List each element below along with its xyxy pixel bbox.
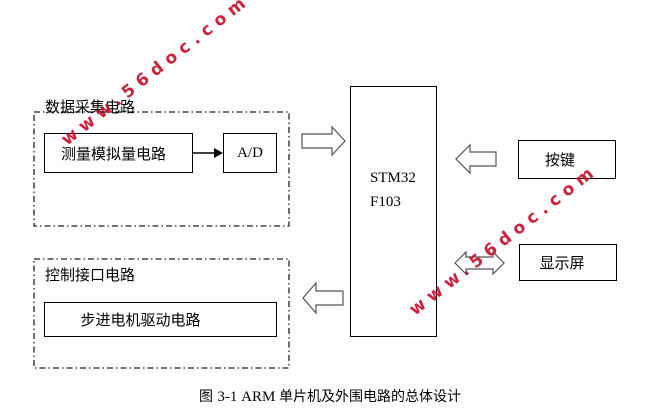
keys-block: 按键 (518, 140, 616, 179)
acquisition-to-mcu-arrow (301, 125, 346, 157)
data-acquisition-group-title: 数据采集电路 (45, 98, 136, 116)
adc-label: A/D (237, 144, 263, 161)
keys-label: 按键 (544, 151, 575, 169)
caption-text: 单片机及外围电路的总体设计 (279, 389, 462, 405)
mcu-label-line2: F103 (370, 194, 401, 210)
analog-measure-label: 测量模拟量电路 (60, 144, 166, 163)
stepper-driver-label: 步进电机驱动电路 (80, 311, 201, 329)
stepper-driver-block: 步进电机驱动电路 (44, 302, 277, 337)
control-interface-group-border (33, 258, 290, 369)
caption-prefix: 图 (198, 389, 218, 405)
display-block: 显示屏 (519, 244, 617, 281)
analog-to-adc-arrowhead (214, 148, 223, 158)
keys-to-mcu-arrow (455, 143, 497, 175)
caption-number: 3-1 ARM (217, 389, 280, 405)
display-label: 显示屏 (539, 254, 585, 272)
figure-caption: 图 3-1 ARM 单片机及外围电路的总体设计 (0, 386, 660, 406)
mcu-label-line1: STM32 (370, 170, 416, 186)
mcu-to-control-arrow (302, 281, 344, 315)
mcu-block (350, 86, 437, 337)
mcu-display-bidirectional-arrow (454, 250, 505, 276)
data-acquisition-group-border (33, 111, 290, 227)
control-interface-group-title: 控制接口电路 (45, 266, 136, 284)
analog-measure-block: 测量模拟量电路 (44, 133, 193, 173)
adc-block: A/D (223, 133, 277, 173)
